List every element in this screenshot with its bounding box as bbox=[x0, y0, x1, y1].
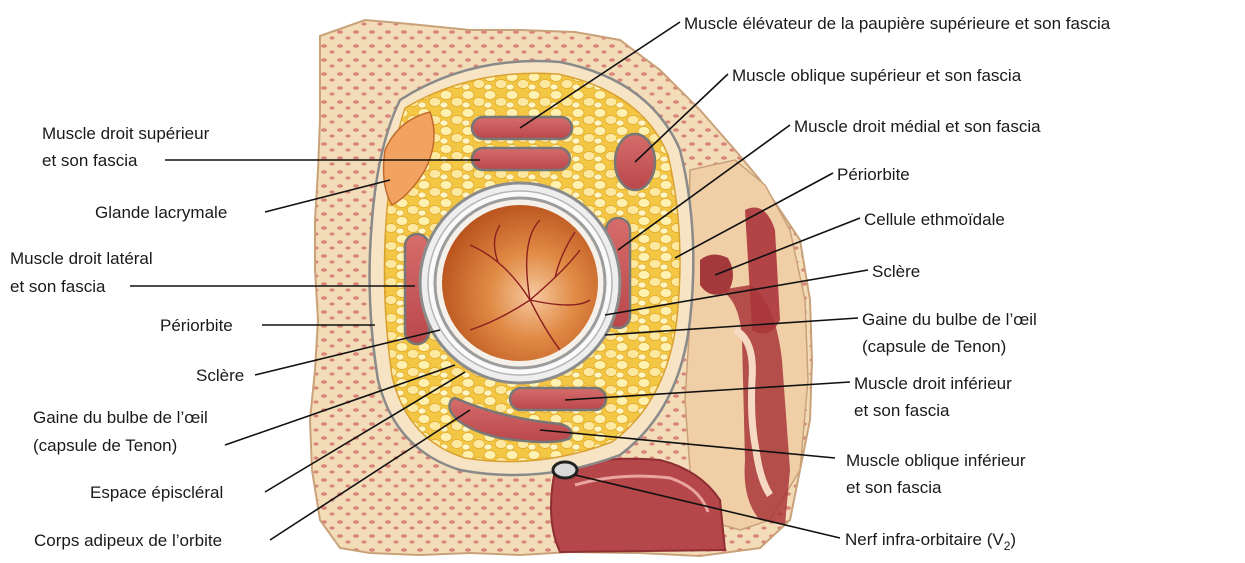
label-periorbita-left: Périorbite bbox=[160, 316, 233, 335]
superior-rectus-muscle bbox=[472, 148, 570, 170]
label-superior-rectus-line2: et son fascia bbox=[42, 151, 138, 170]
label-lacrimal-gland: Glande lacrymale bbox=[95, 203, 227, 222]
label-infraorbital-nerve-close: ) bbox=[1010, 530, 1016, 549]
label-inferior-rectus-line1: Muscle droit inférieur bbox=[854, 374, 1012, 393]
levator-muscle bbox=[472, 117, 572, 139]
label-infraorbital-nerve-main: Nerf infra-orbitaire (V bbox=[845, 530, 1004, 549]
label-medial-rectus: Muscle droit médial et son fascia bbox=[794, 117, 1041, 136]
label-sclera-left: Sclère bbox=[196, 366, 244, 385]
label-ethmoid-cell: Cellule ethmoïdale bbox=[864, 210, 1005, 229]
label-tenon-left-line1: Gaine du bulbe de l’œil bbox=[33, 408, 208, 427]
eyeball-globe bbox=[442, 205, 598, 361]
label-inferior-oblique-line2: et son fascia bbox=[846, 478, 942, 497]
label-orbital-fat-body: Corps adipeux de l’orbite bbox=[34, 531, 222, 550]
label-lateral-rectus-line2: et son fascia bbox=[10, 277, 106, 296]
label-tenon-left-line2: (capsule de Tenon) bbox=[33, 436, 177, 455]
label-inferior-oblique-line1: Muscle oblique inférieur bbox=[846, 451, 1026, 470]
label-superior-oblique: Muscle oblique supérieur et son fascia bbox=[732, 66, 1022, 85]
label-inferior-rectus-line2: et son fascia bbox=[854, 401, 950, 420]
label-episcleral-space: Espace épiscléral bbox=[90, 483, 223, 502]
label-tenon-right-line1: Gaine du bulbe de l’œil bbox=[862, 310, 1037, 329]
label-levator: Muscle élévateur de la paupière supérieu… bbox=[684, 14, 1111, 33]
label-sclera-right: Sclère bbox=[872, 262, 920, 281]
infraorbital-nerve bbox=[553, 462, 577, 478]
label-infraorbital-nerve: Nerf infra-orbitaire (V2) bbox=[845, 530, 1016, 553]
label-periorbita-right: Périorbite bbox=[837, 165, 910, 184]
label-superior-rectus-line1: Muscle droit supérieur bbox=[42, 124, 210, 143]
label-tenon-right-line2: (capsule de Tenon) bbox=[862, 337, 1006, 356]
label-lateral-rectus-line1: Muscle droit latéral bbox=[10, 249, 153, 268]
